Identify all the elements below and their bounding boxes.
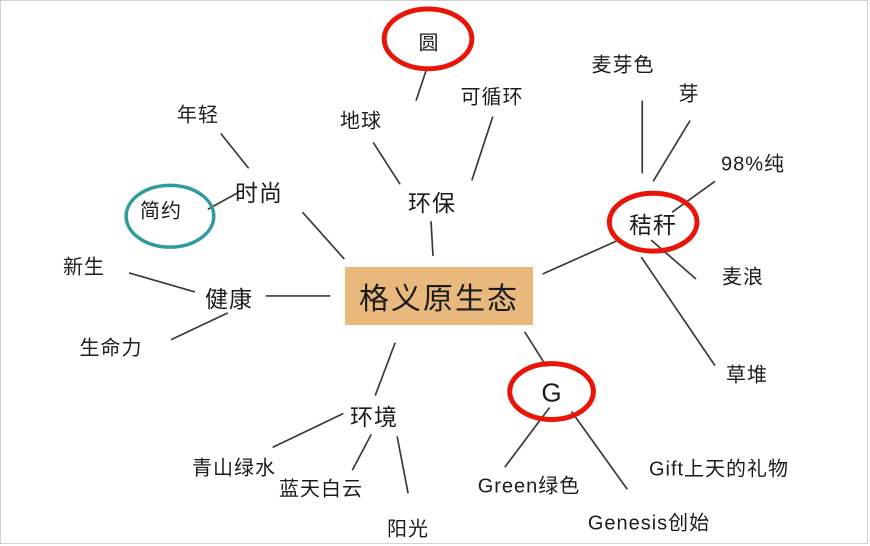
connector-newborn-health (128, 272, 196, 293)
branch-g: G (541, 377, 563, 408)
connector-circle-eco (415, 67, 428, 101)
connector-straw-haystack (640, 256, 716, 367)
red-circle-straw (606, 190, 700, 254)
red-circle-circle (381, 6, 475, 72)
red-circle-g (507, 361, 596, 422)
connector-pure-straw (671, 180, 716, 213)
connector-lines (128, 67, 716, 494)
connector-bud-straw (652, 120, 691, 182)
connector-straw-wheatwave (650, 239, 697, 280)
connector-g-genesis (570, 410, 628, 490)
leaf-blue-sky: 蓝天白云 (279, 478, 363, 501)
leaf-gift: Gift上天的礼物 (648, 458, 790, 481)
connector-fashion-root (301, 211, 345, 260)
leaf-newborn: 新生 (63, 256, 105, 279)
leaf-circle: 圆 (418, 32, 440, 55)
branch-health: 健康 (205, 286, 253, 312)
leaf-malt-color: 麦芽色 (591, 54, 655, 77)
branch-straw: 秸秆 (629, 212, 677, 238)
leaf-sunshine: 阳光 (387, 518, 429, 541)
connector-young-fashion (220, 132, 250, 169)
leaf-simple: 简约 (140, 200, 182, 223)
connector-vitality-health (170, 312, 229, 341)
leaf-green-mountains: 青山绿水 (192, 457, 276, 480)
teal-circle-simple (124, 183, 216, 249)
connector-mountains-environment (272, 412, 344, 449)
connector-root-straw (542, 240, 617, 275)
leaf-young: 年轻 (177, 104, 219, 127)
leaf-wheat-wave: 麦浪 (722, 266, 764, 289)
connector-eco-root (430, 221, 434, 257)
leaf-genesis: Genesis创始 (587, 512, 711, 535)
connector-root-environment (374, 342, 396, 396)
branch-environment: 环境 (350, 404, 398, 430)
connector-environment-sunshine (396, 436, 409, 494)
leaf-green: Green绿色 (477, 475, 581, 498)
center-node: 格义原生态 (345, 267, 533, 325)
branch-eco-friendly: 环保 (408, 190, 456, 216)
leaf-vitality: 生命力 (79, 337, 143, 360)
leaf-haystack: 草堆 (726, 364, 768, 387)
leaf-98-pure: 98%纯 (720, 153, 786, 176)
leaf-bud: 芽 (678, 83, 700, 106)
branch-fashion: 时尚 (235, 180, 283, 206)
leaf-recyclable: 可循环 (460, 86, 524, 109)
connector-sky-environment (351, 434, 372, 471)
connector-root-g (523, 331, 548, 368)
leaf-earth: 地球 (340, 110, 382, 133)
connector-recyclable-eco (471, 116, 494, 181)
connector-earth-eco (372, 142, 401, 185)
